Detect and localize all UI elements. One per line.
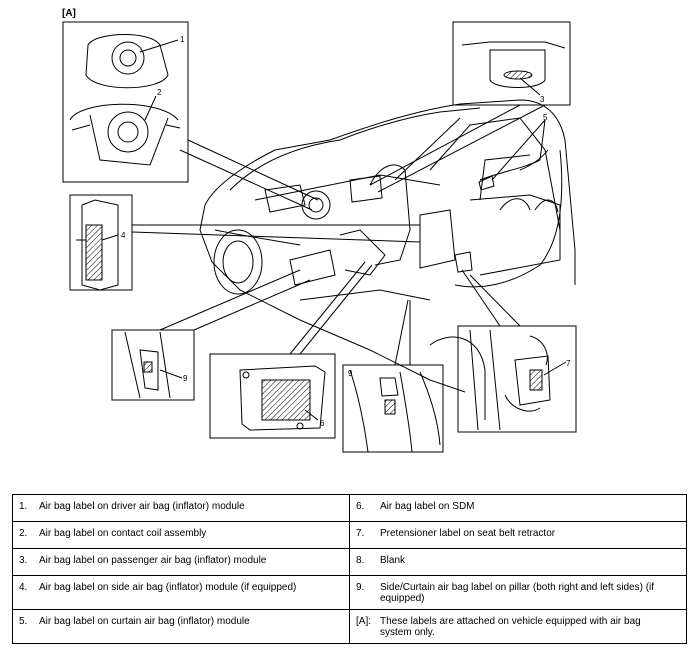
legend-text: Air bag label on SDM: [380, 501, 475, 512]
leader-lines: [131, 104, 546, 366]
legend-row: 5. Air bag label on curtain air bag (infl…: [12, 609, 687, 644]
legend-number: 7.: [356, 528, 365, 539]
inset-seatbelt-retractor: [457, 325, 577, 433]
legend-number: 9.: [356, 582, 365, 593]
callout-9-right: 9: [348, 369, 353, 378]
legend-row: 4. Air bag label on side air bag (inflato…: [12, 575, 687, 610]
callout-numbers: 1 2 3 4 5 6 7 9 9: [121, 35, 571, 428]
legend-number: 6.: [356, 501, 365, 512]
airbag-label-diagram: [A]: [62, 8, 577, 453]
figure-label: [A]: [62, 8, 76, 19]
legend-text: Pretensioner label on seat belt retracto…: [380, 528, 556, 539]
inset-steering-wheel: [62, 21, 189, 183]
legend-cell: 8. Blank: [349, 548, 687, 576]
legend-text: These labels are attached on vehicle equ…: [380, 616, 641, 638]
legend-cell: 7. Pretensioner label on seat belt retrac…: [349, 521, 687, 549]
legend-row: 3. Air bag label on passenger air bag (in…: [12, 548, 687, 576]
legend-cell: 6. Air bag label on SDM: [349, 494, 687, 522]
inset-sdm: [209, 353, 336, 439]
legend-text: Air bag label on passenger air bag (infl…: [39, 555, 267, 566]
legend-text: Blank: [380, 555, 406, 566]
legend-table: 1. Air bag label on driver air bag (infla…: [12, 494, 687, 644]
legend-text: Air bag label on side air bag (inflator)…: [39, 582, 297, 593]
legend-number: 1.: [19, 501, 28, 512]
legend-row: 2. Air bag label on contact coil assembly…: [12, 521, 687, 549]
legend-cell: 5. Air bag label on curtain air bag (infl…: [12, 609, 350, 644]
callout-9-left: 9: [183, 374, 188, 383]
callout-7: 7: [566, 359, 571, 368]
callout-3: 3: [540, 95, 545, 104]
diagram-drawing: 1 2 3 4 5 6 7 9 9: [62, 21, 577, 453]
legend-text: Air bag label on contact coil assembly: [39, 528, 207, 539]
legend-row: 1. Air bag label on driver air bag (infla…: [12, 494, 687, 522]
legend-cell: 1. Air bag label on driver air bag (infla…: [12, 494, 350, 522]
legend-text: Air bag label on driver air bag (inflato…: [39, 501, 245, 512]
legend-number: 2.: [19, 528, 28, 539]
inset-passenger-airbag: [452, 21, 571, 106]
legend-number: [A]:: [356, 616, 372, 627]
legend-number: 3.: [19, 555, 28, 566]
legend-number: 5.: [19, 616, 28, 627]
inset-pillar-left: [111, 329, 195, 401]
vehicle-outline: [199, 99, 576, 420]
inset-side-airbag: [69, 194, 133, 291]
legend-text: Side/Curtain air bag label on pillar (bo…: [380, 582, 655, 604]
legend-text: Air bag label on curtain air bag (inflat…: [39, 616, 250, 627]
callout-6: 6: [320, 419, 325, 428]
legend-cell: 3. Air bag label on passenger air bag (in…: [12, 548, 350, 576]
legend-number: 4.: [19, 582, 28, 593]
callout-1: 1: [180, 35, 185, 44]
legend-cell: 4. Air bag label on side air bag (inflato…: [12, 575, 350, 610]
callout-2: 2: [157, 88, 162, 97]
legend-cell: 2. Air bag label on contact coil assembly: [12, 521, 350, 549]
legend-cell: 9. Side/Curtain air bag label on pillar (…: [349, 575, 687, 610]
legend-cell: [A]: These labels are attached on vehicle…: [349, 609, 687, 644]
inset-pillar-right: [342, 364, 444, 453]
callout-5: 5: [543, 113, 548, 122]
callout-4: 4: [121, 231, 126, 240]
legend-number: 8.: [356, 555, 365, 566]
